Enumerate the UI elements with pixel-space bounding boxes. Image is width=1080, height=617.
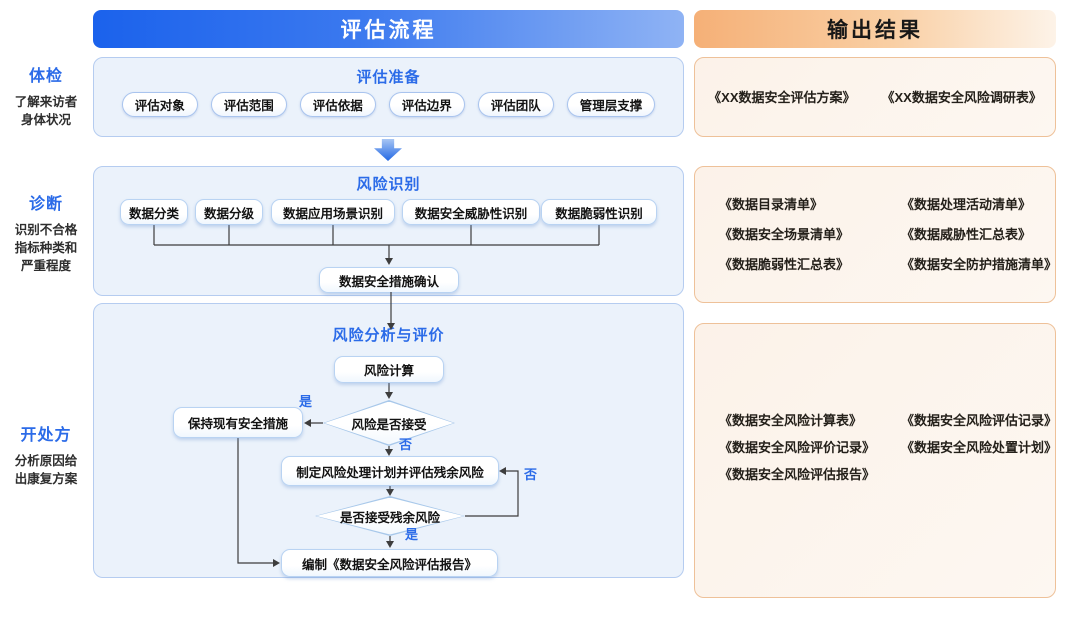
output-document: 《数据威胁性汇总表》	[901, 227, 1032, 242]
node-security-measures-confirmation: 数据安全措施确认	[319, 267, 459, 293]
output-document: 《数据安全防护措施清单》	[901, 257, 1058, 272]
stage-diagnosis: 诊断 识别不合格 指标种类和 严重程度	[0, 190, 92, 275]
stage-title: 开处方	[20, 427, 72, 444]
node-compile-assessment-report: 编制《数据安全风险评估报告》	[281, 549, 498, 577]
label-yes: 是	[299, 394, 313, 409]
node-data-grading: 数据分级	[195, 199, 263, 225]
section-title: 风险识别	[356, 176, 421, 193]
pill-assessment-basis: 评估依据	[299, 92, 376, 117]
node-treatment-plan-residual-risk: 制定风险处理计划并评估残余风险	[281, 456, 499, 486]
panel-assessment-preparation: 评估准备 评估对象 评估范围 评估依据 评估边界 评估团队 管理层支撑	[93, 57, 684, 137]
label-yes: 是	[405, 527, 419, 542]
stage-physical-exam: 体检 了解来访者 身体状况	[0, 62, 92, 129]
output-document: 《数据脆弱性汇总表》	[719, 257, 850, 272]
output-document: 《数据安全风险评估报告》	[719, 467, 876, 482]
output-document: 《数据安全场景清单》	[719, 227, 850, 242]
output-document: 《数据安全风险评估记录》	[901, 413, 1058, 428]
process-banner: 评估流程	[93, 10, 684, 48]
pill-assessment-team: 评估团队	[477, 92, 554, 117]
stage-desc: 识别不合格 指标种类和 严重程度	[14, 223, 78, 274]
node-security-threat-identification: 数据安全威胁性识别	[402, 199, 540, 225]
pill-assessment-scope: 评估范围	[210, 92, 287, 117]
node-risk-calculation: 风险计算	[334, 356, 444, 383]
node-vulnerability-identification: 数据脆弱性识别	[541, 199, 657, 225]
node-data-classification: 数据分类	[120, 199, 188, 225]
output-document: 《数据目录清单》	[719, 197, 824, 212]
output-document: 《XX数据安全风险调研表》	[881, 89, 1042, 105]
stage-title: 诊断	[28, 196, 63, 213]
node-keep-existing-measures: 保持现有安全措施	[173, 407, 303, 438]
output-grid: 《数据目录清单》 《数据处理活动清单》 《数据安全场景清单》 《数据威胁性汇总表…	[695, 167, 1058, 302]
preparation-pill-row: 评估对象 评估范围 评估依据 评估边界 评估团队 管理层支撑	[94, 92, 683, 117]
stage-desc: 分析原因给 出康复方案	[14, 454, 78, 487]
panel-risk-analysis: 风险分析与评价 风险计算 风险是否接受 保持现有安全措施 是 否 制定风险处理计…	[93, 303, 684, 578]
decision-risk-acceptable: 风险是否接受	[323, 400, 455, 446]
output-grid: 《数据安全风险计算表》 《数据安全风险评估记录》 《数据安全风险评价记录》 《数…	[695, 324, 1058, 597]
output-panel-preparation: 《XX数据安全评估方案》 《XX数据安全风险调研表》	[694, 57, 1056, 137]
node-application-scenario-identification: 数据应用场景识别	[271, 199, 395, 225]
output-document: 《数据安全风险评价记录》	[719, 440, 876, 455]
pill-assessment-boundary: 评估边界	[388, 92, 465, 117]
pill-management-support: 管理层支撑	[566, 92, 656, 117]
panel-risk-identification: 风险识别 数据分类 数据分级 数据应用场景识别 数据安全威胁性识别 数据脆弱性识…	[93, 166, 684, 296]
output-document: 《数据处理活动清单》	[901, 197, 1032, 212]
section-title: 评估准备	[356, 69, 421, 86]
output-panel-identification: 《数据目录清单》 《数据处理活动清单》 《数据安全场景清单》 《数据威胁性汇总表…	[694, 166, 1058, 303]
output-document: 《XX数据安全评估方案》	[708, 89, 856, 105]
output-row: 《XX数据安全评估方案》 《XX数据安全风险调研表》	[695, 58, 1055, 136]
label-no: 否	[399, 437, 413, 452]
output-panel-analysis: 《数据安全风险计算表》 《数据安全风险评估记录》 《数据安全风险评价记录》 《数…	[694, 323, 1058, 598]
output-banner: 输出结果	[694, 10, 1056, 48]
stage-title: 体检	[28, 68, 63, 85]
pill-assessment-object: 评估对象	[121, 92, 198, 117]
output-document: 《数据安全风险处置计划》	[901, 440, 1058, 455]
stage-desc: 了解来访者 身体状况	[14, 95, 78, 128]
label-no: 否	[524, 467, 538, 482]
decision-accept-residual-risk: 是否接受残余风险	[315, 496, 465, 536]
down-arrow-icon	[374, 139, 402, 161]
section-title: 风险分析与评价	[332, 327, 445, 344]
output-document: 《数据安全风险计算表》	[719, 413, 863, 428]
stage-prescription: 开处方 分析原因给 出康复方案	[0, 421, 92, 488]
